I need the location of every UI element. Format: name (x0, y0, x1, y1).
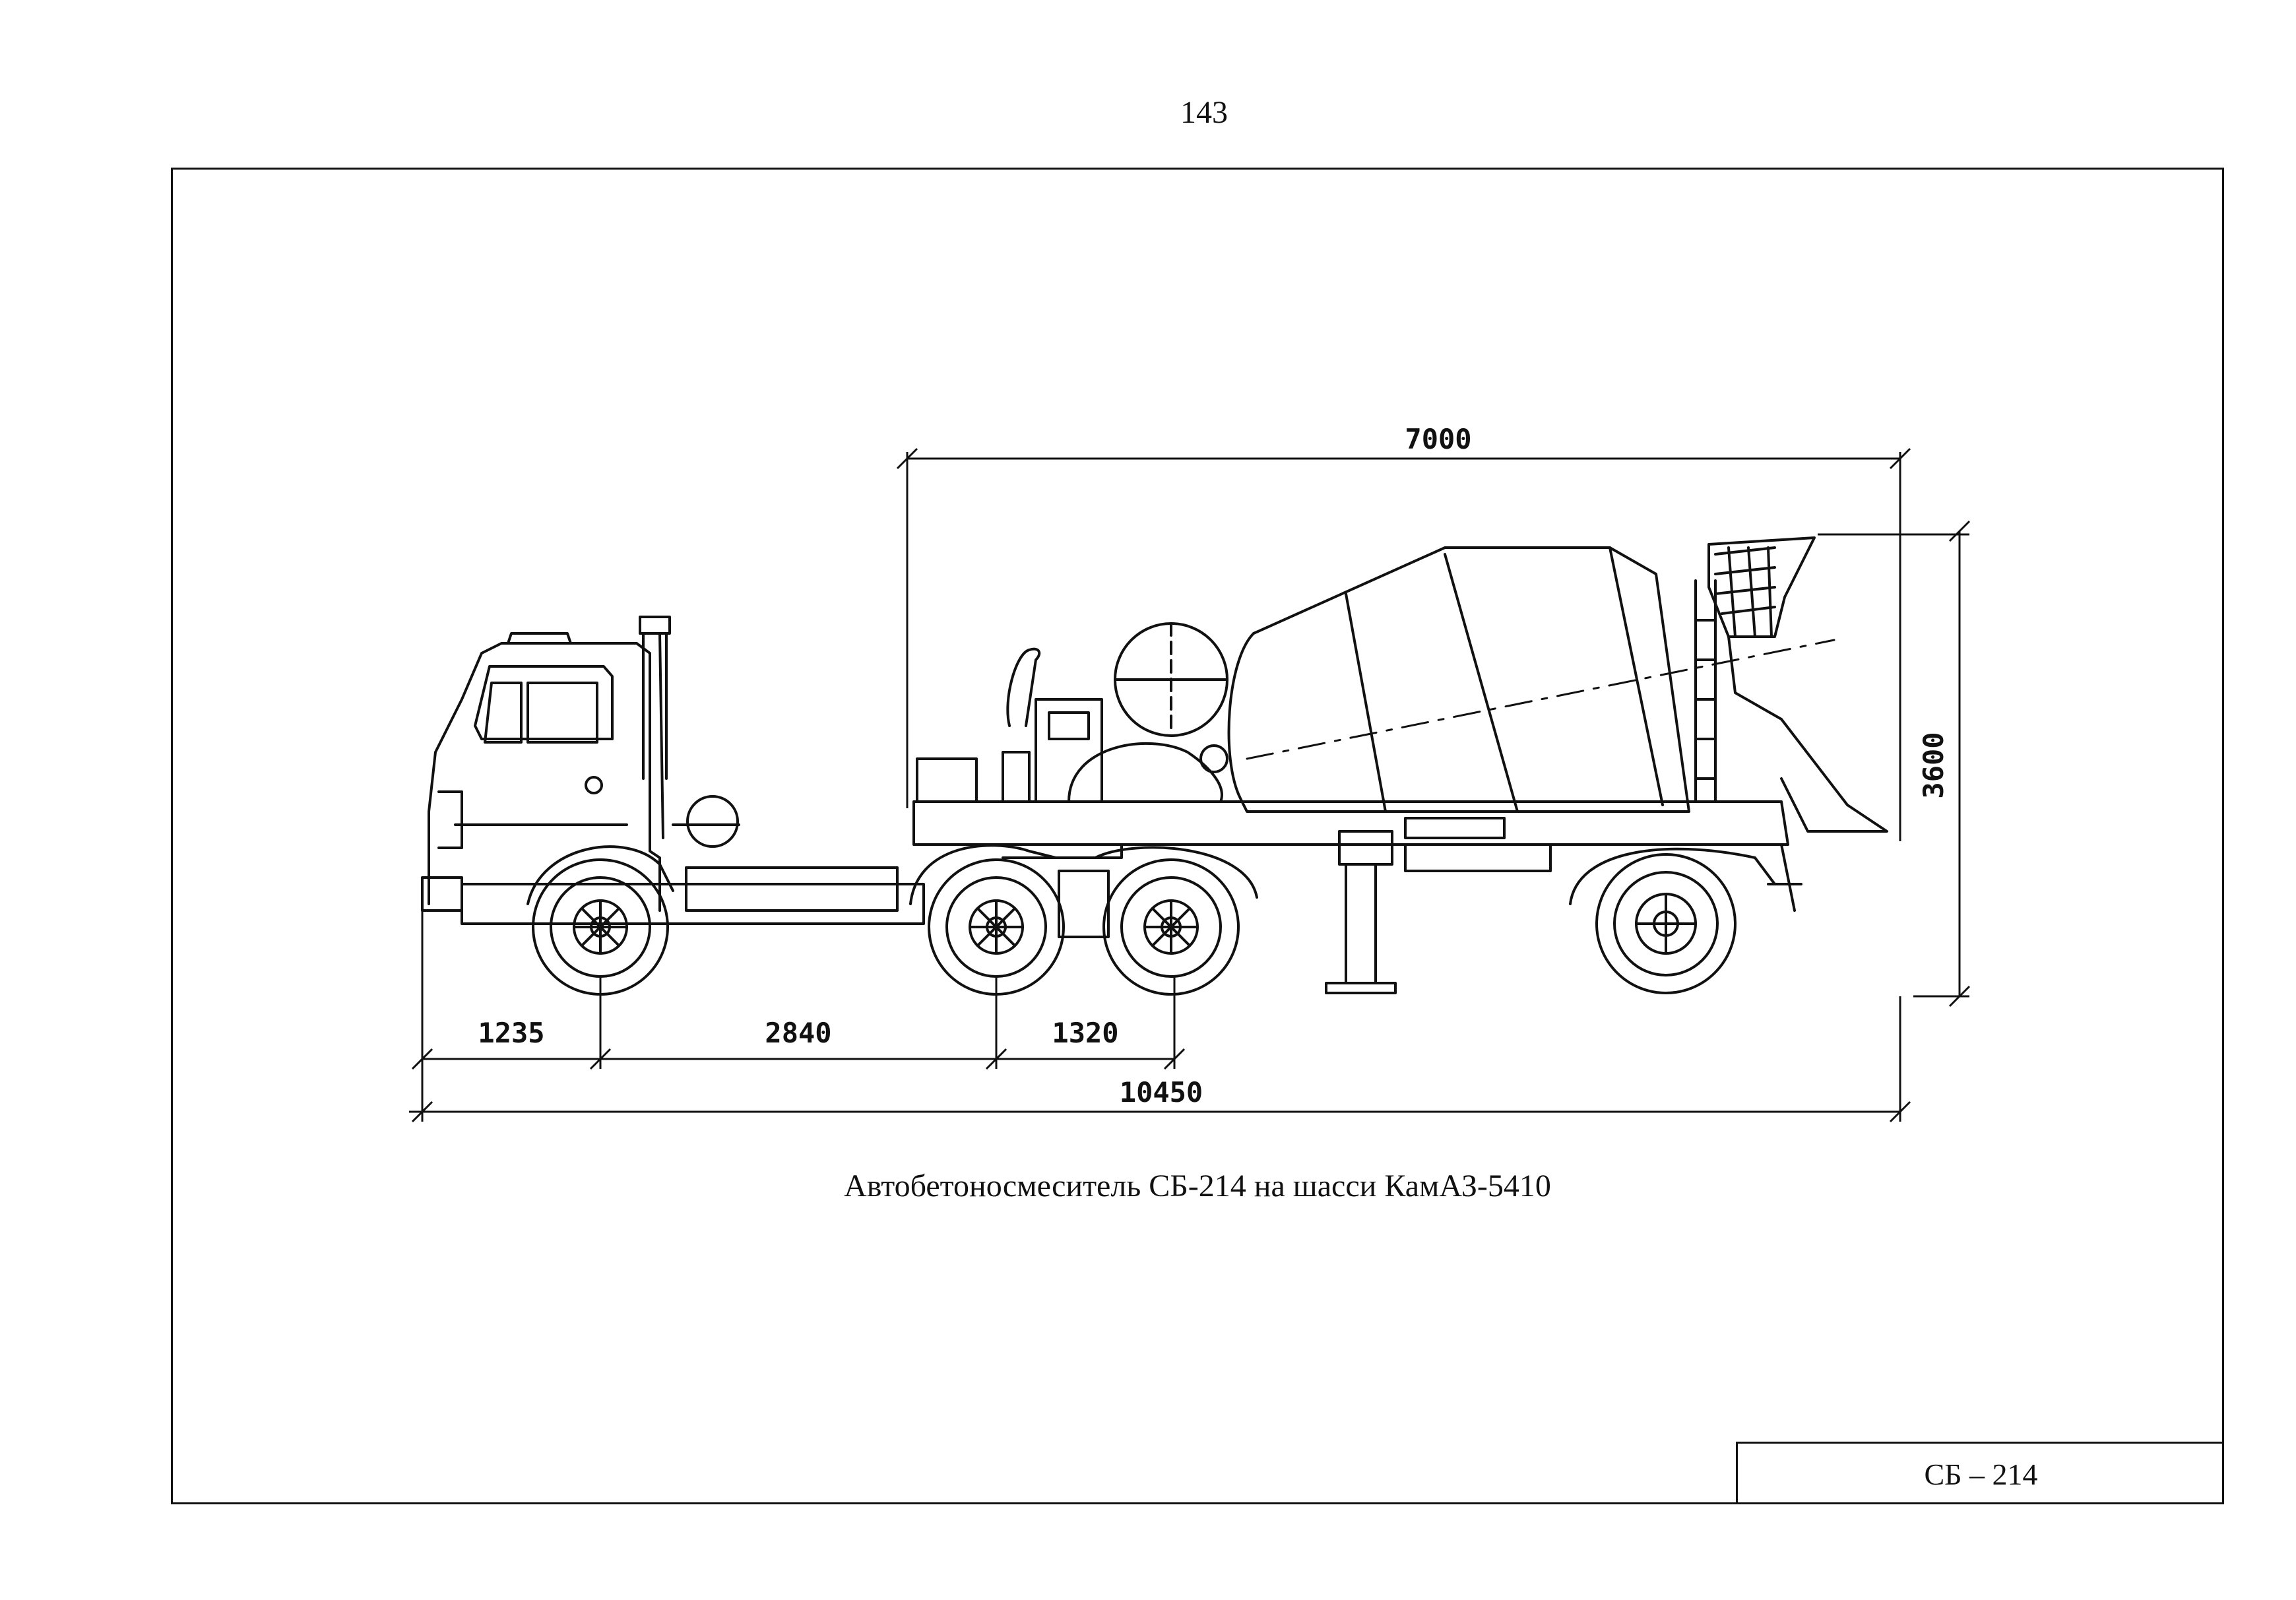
dim-10450: 10450 (1120, 1076, 1203, 1108)
dim-3600: 3600 (1917, 732, 1950, 798)
water-tank (1114, 622, 1228, 737)
drawing-frame (171, 168, 2224, 1504)
page-number: 143 (1180, 95, 1228, 130)
cab (421, 632, 661, 912)
landing-gear (1325, 830, 1397, 994)
figure-caption: Автобетоносмеситель СБ-214 на шасси КамА… (844, 1168, 1551, 1203)
front-wheel-arch (526, 845, 674, 905)
dim-1320: 1320 (1052, 1017, 1118, 1049)
exhaust-stack (639, 616, 671, 780)
rear-wheel-2 (1102, 858, 1240, 996)
mixing-drum (1227, 546, 1835, 813)
title-block: СБ – 214 (1736, 1442, 2224, 1504)
front-wheel (532, 858, 669, 996)
trailer-wheel (1595, 853, 1737, 994)
trailer-platform (912, 800, 1789, 846)
pump-engine (916, 647, 1103, 803)
dim-1235: 1235 (478, 1017, 544, 1049)
dim-7000: 7000 (1405, 423, 1471, 455)
dim-2840: 2840 (765, 1017, 831, 1049)
air-tank (686, 795, 739, 848)
loading-hopper (1707, 536, 1888, 833)
rear-wheel-1 (928, 858, 1065, 996)
